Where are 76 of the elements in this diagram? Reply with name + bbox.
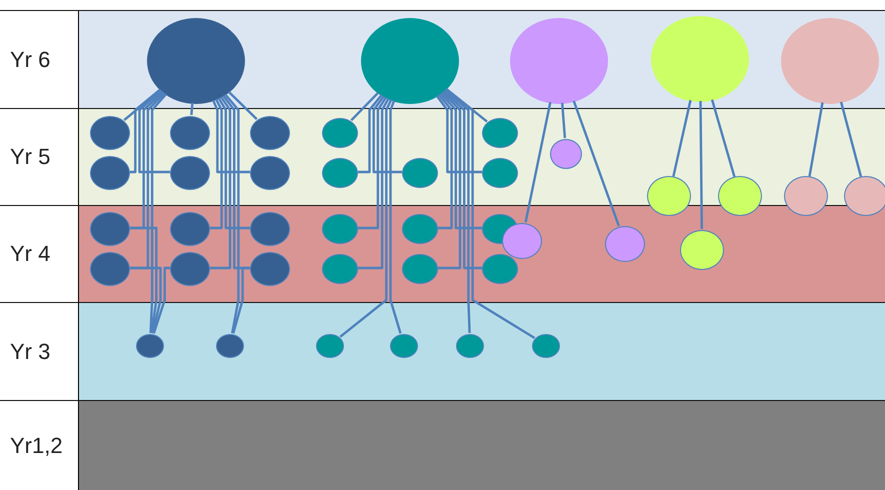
connector-line — [444, 89, 471, 334]
year-band — [0, 10, 885, 108]
connector-line — [442, 90, 482, 270]
small-circle — [170, 156, 210, 190]
small-circle — [402, 158, 438, 188]
row-label: Yr 3 — [10, 338, 50, 364]
year-band — [0, 400, 885, 490]
small-circle — [250, 156, 290, 190]
small-circle — [170, 252, 210, 286]
small-circle — [482, 254, 518, 284]
small-circle — [456, 334, 484, 358]
connector-line — [210, 96, 232, 270]
small-circle — [322, 254, 358, 284]
connector-line — [190, 102, 194, 116]
connector-line — [138, 90, 170, 174]
connector-line — [672, 100, 692, 177]
small-circle — [316, 334, 344, 358]
year-band — [0, 205, 885, 302]
row-label: Yr1,2 — [10, 432, 63, 458]
small-circle — [250, 116, 290, 150]
connector-line — [152, 266, 170, 334]
connector-line — [808, 102, 824, 176]
small-circle — [250, 252, 290, 286]
small-circle — [170, 116, 210, 150]
small-circle — [482, 158, 518, 188]
row-label: Yr 6 — [10, 46, 50, 72]
small-circle — [90, 116, 130, 150]
small-circle — [605, 226, 645, 262]
connector-line — [358, 98, 390, 270]
connector-line — [224, 94, 240, 334]
connector-line — [438, 91, 462, 270]
row-label: Yr 4 — [10, 241, 50, 267]
connector-line — [561, 102, 566, 138]
small-circle — [90, 212, 130, 246]
connector-line — [440, 92, 482, 230]
small-circle — [90, 252, 130, 286]
small-circle — [502, 223, 542, 259]
row-label: Yr 5 — [10, 144, 50, 170]
year-band — [0, 302, 885, 400]
connector-line — [339, 99, 392, 338]
connector-line — [149, 93, 167, 334]
small-circle — [322, 118, 358, 148]
connector-line — [389, 100, 402, 334]
connector-line — [358, 96, 387, 230]
connector-line — [840, 102, 862, 177]
connector-line — [350, 92, 380, 122]
small-circle — [402, 214, 438, 244]
small-circle — [390, 334, 418, 358]
small-circle — [170, 212, 210, 246]
connector-line — [699, 100, 703, 230]
connector-line — [130, 226, 158, 334]
connector-line — [212, 100, 250, 174]
connector-line — [218, 97, 250, 230]
small-circle — [402, 254, 438, 284]
connector-line — [358, 94, 383, 174]
small-circle — [90, 156, 130, 190]
small-circle — [250, 212, 290, 246]
small-circle — [550, 139, 582, 169]
small-circle — [482, 118, 518, 148]
connector-line — [372, 96, 402, 174]
small-circle — [532, 334, 560, 358]
connector-line — [232, 266, 250, 334]
small-circle — [136, 334, 164, 358]
connector-line — [445, 88, 536, 340]
connector-line — [436, 95, 482, 174]
connector-line — [228, 91, 258, 120]
small-circle — [680, 230, 724, 270]
small-circle — [216, 334, 244, 358]
connector-line — [710, 99, 736, 178]
connector-line — [130, 88, 162, 174]
connector-line — [572, 100, 620, 226]
small-circle — [322, 158, 358, 188]
connector-line — [210, 98, 223, 230]
connector-line — [130, 266, 162, 334]
connector-line — [438, 94, 453, 230]
small-circle — [322, 214, 358, 244]
